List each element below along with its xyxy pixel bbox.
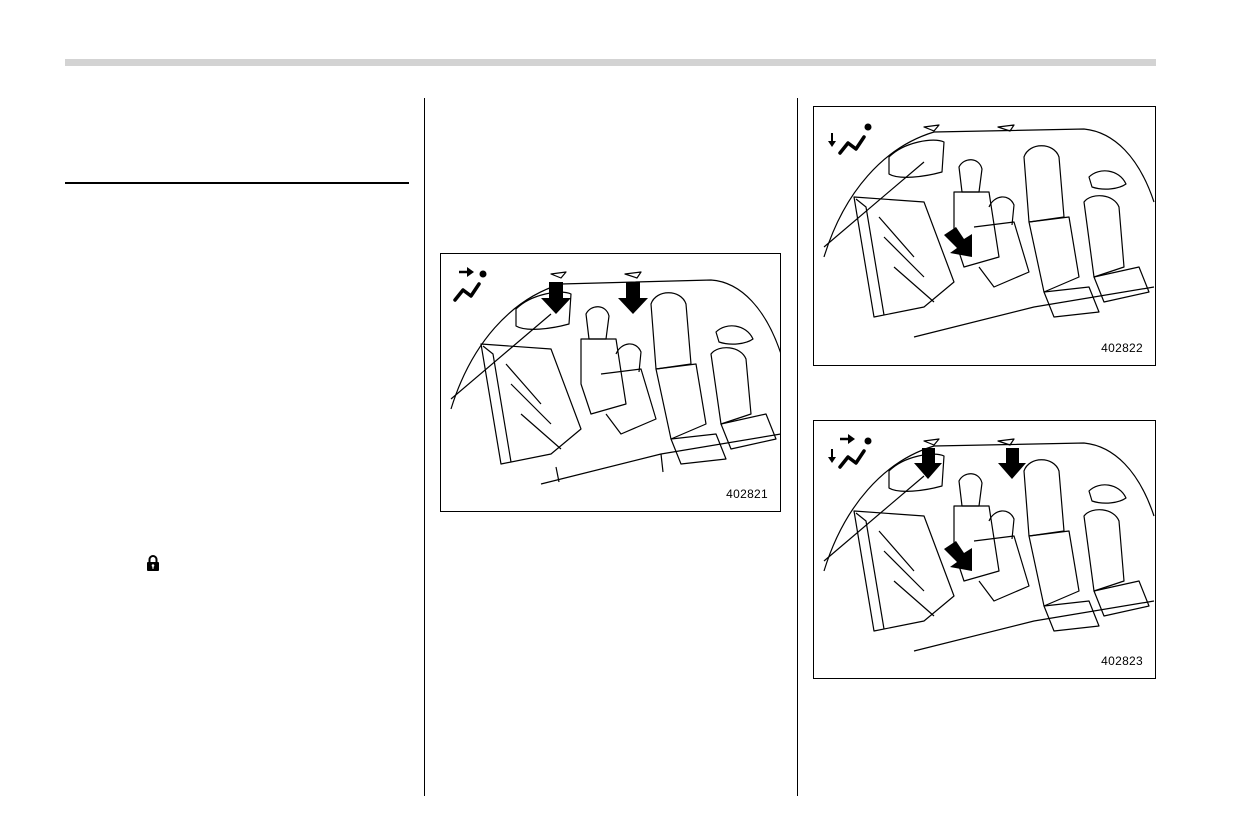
figure-vent-mode: 402821 xyxy=(440,253,781,512)
column-divider xyxy=(797,98,798,796)
bi-level-mode-icon xyxy=(828,434,872,469)
header-rule xyxy=(65,59,1156,66)
foot-mode-icon xyxy=(828,123,872,155)
figure-number: 402821 xyxy=(726,487,768,501)
figure-number: 402822 xyxy=(1101,341,1143,355)
car-interior-illustration xyxy=(823,123,1155,338)
figure-foot-mode: 402822 xyxy=(813,106,1156,366)
lock-icon xyxy=(146,555,160,571)
airflow-arrow xyxy=(944,227,972,257)
section-divider xyxy=(65,182,409,184)
figure-number: 402823 xyxy=(1101,654,1143,668)
column-divider xyxy=(424,98,425,796)
car-interior-illustration xyxy=(450,267,780,485)
vent-mode-icon xyxy=(453,267,487,302)
airflow-arrow xyxy=(914,448,1026,571)
car-interior-illustration xyxy=(823,434,1155,652)
airflow-arrow xyxy=(541,282,648,314)
figure-bi-level-mode: 402823 xyxy=(813,420,1156,679)
